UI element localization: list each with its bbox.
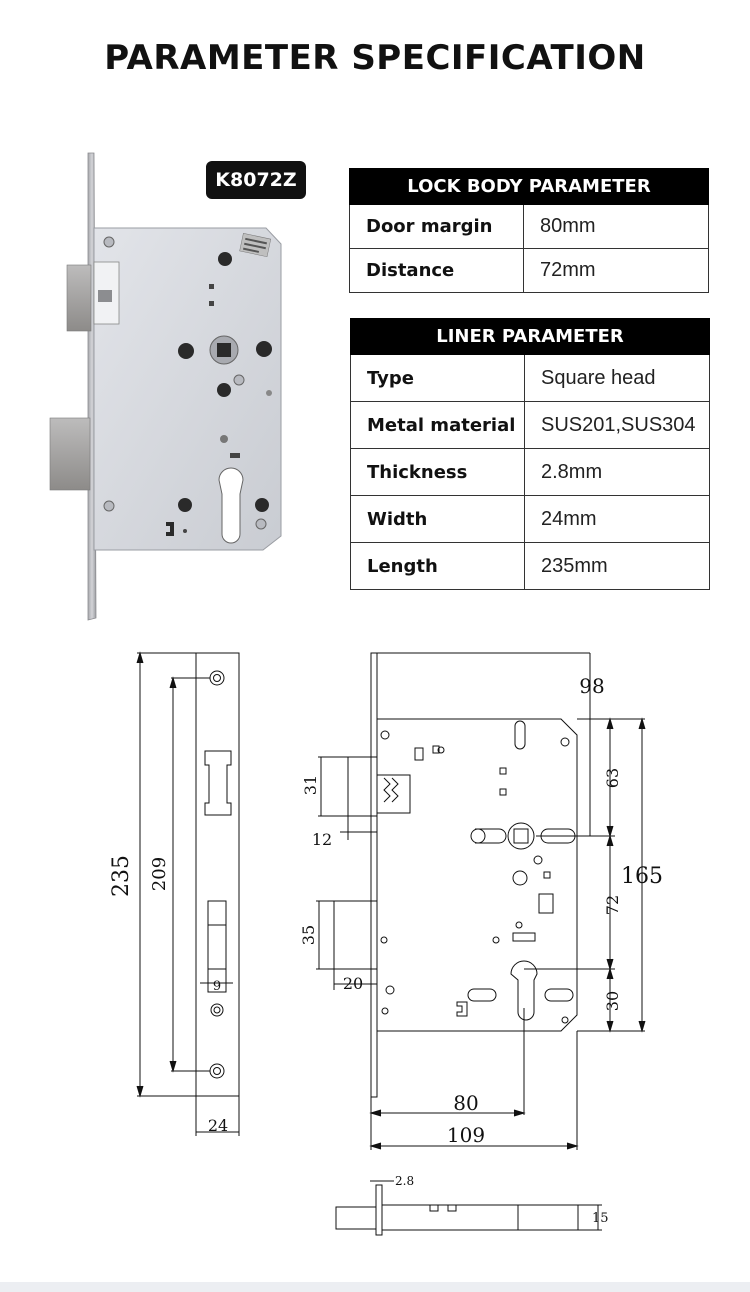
side-view-drawing [335, 1180, 602, 1236]
dim-cylinder-below: 30 [603, 991, 622, 1011]
table-row: Metal material SUS201,SUS304 [350, 401, 710, 449]
lock-body-photo [49, 152, 282, 621]
faceplate-drawing [136, 651, 240, 1136]
dim-top-width: 98 [579, 674, 604, 698]
parameter-value: 2.8mm [524, 448, 710, 496]
table-row: Width 24mm [350, 495, 710, 543]
dim-hole-spacing: 209 [149, 857, 170, 891]
parameter-value: 80mm [523, 204, 709, 249]
parameter-label: Thickness [350, 448, 525, 496]
parameter-value: 24mm [524, 495, 710, 543]
liner-parameter-header: LINER PARAMETER [350, 318, 710, 355]
dim-body-height: 165 [621, 864, 663, 889]
liner-parameter-table: LINER PARAMETER Type Square head Metal m… [350, 318, 710, 590]
dim-small: 9 [213, 979, 221, 994]
table-row: Type Square head [350, 354, 710, 402]
parameter-label: Type [350, 354, 525, 402]
parameter-value: Square head [524, 354, 710, 402]
parameter-label: Width [350, 495, 525, 543]
parameter-value: 72mm [523, 248, 709, 293]
footer-strip [0, 1282, 750, 1292]
dim-to-follower: 63 [603, 768, 622, 788]
table-row: Door margin 80mm [349, 204, 709, 249]
technical-drawing: 235 209 9 24 98 63 165 72 30 31 12 35 20… [109, 651, 663, 1236]
lock-body-parameter-header: LOCK BODY PARAMETER [349, 168, 709, 205]
dim-total-width: 109 [447, 1123, 485, 1147]
page-title: PARAMETER SPECIFICATION [104, 38, 646, 78]
dim-faceplate-width: 24 [208, 1116, 228, 1135]
parameter-label: Distance [349, 248, 524, 293]
parameter-label: Metal material [350, 401, 525, 449]
parameter-value: SUS201,SUS304 [524, 401, 710, 449]
parameter-value: 235mm [524, 542, 710, 590]
dim-side-thickness: 2.8 [395, 1174, 414, 1188]
table-row: Distance 72mm [349, 248, 709, 293]
parameter-label: Door margin [349, 204, 524, 249]
dim-bolt-throw: 20 [343, 974, 363, 993]
model-badge: K8072Z [206, 161, 306, 199]
dim-distance: 72 [603, 895, 622, 915]
dim-latch-height: 31 [301, 775, 320, 795]
dim-latch-throw: 12 [312, 830, 332, 849]
table-row: Length 235mm [350, 542, 710, 590]
dim-faceplate-length: 235 [109, 855, 134, 897]
table-row: Thickness 2.8mm [350, 448, 710, 496]
dim-backset: 80 [453, 1091, 478, 1115]
parameter-label: Length [350, 542, 525, 590]
dim-bolt-height: 35 [299, 925, 318, 945]
dim-side-height: 15 [592, 1211, 609, 1226]
lock-body-parameter-table: LOCK BODY PARAMETER Door margin 80mm Dis… [349, 168, 709, 293]
lock-body-drawing [333, 652, 578, 1098]
